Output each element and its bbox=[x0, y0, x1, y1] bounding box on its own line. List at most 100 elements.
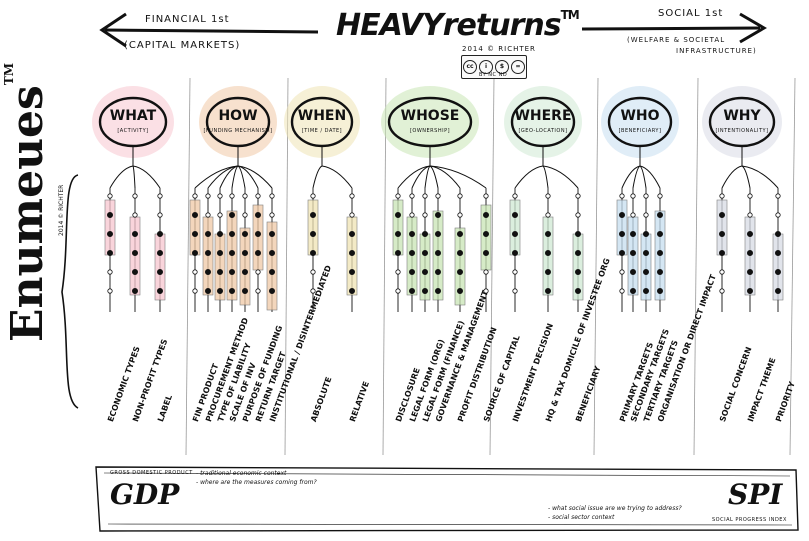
option-node bbox=[482, 211, 489, 218]
option-node bbox=[205, 212, 211, 218]
option-node bbox=[348, 249, 355, 256]
option-node bbox=[255, 269, 261, 275]
tree-branch bbox=[132, 165, 136, 189]
option-node bbox=[545, 193, 551, 199]
option-node bbox=[269, 193, 275, 199]
option-node bbox=[228, 287, 235, 294]
option-node bbox=[619, 211, 626, 218]
financial-first-arrow bbox=[99, 12, 319, 48]
tree-branch bbox=[237, 165, 273, 189]
tree-branch bbox=[621, 165, 641, 189]
option-node bbox=[241, 249, 248, 256]
option-node bbox=[107, 193, 113, 199]
option-node bbox=[228, 211, 235, 218]
tree-branch bbox=[109, 165, 134, 189]
option-node bbox=[422, 193, 428, 199]
option-node bbox=[719, 249, 726, 256]
option-node bbox=[191, 249, 198, 256]
option-group bbox=[616, 199, 628, 256]
tree-branch bbox=[429, 165, 487, 189]
option-node bbox=[241, 268, 248, 275]
cc-icon: cc bbox=[463, 60, 477, 74]
option-node bbox=[394, 211, 401, 218]
tree-branch bbox=[542, 165, 579, 189]
option-node bbox=[131, 268, 138, 275]
option-node bbox=[132, 212, 138, 218]
option-node bbox=[422, 212, 428, 218]
option-node bbox=[309, 249, 316, 256]
option-node bbox=[348, 268, 355, 275]
option-node bbox=[192, 193, 198, 199]
option-group bbox=[189, 199, 201, 256]
option-node bbox=[349, 212, 355, 218]
option-node bbox=[657, 230, 664, 237]
option-node bbox=[394, 230, 401, 237]
option-node bbox=[421, 249, 428, 256]
option-node bbox=[191, 211, 198, 218]
option-node bbox=[242, 212, 248, 218]
option-node bbox=[309, 230, 316, 237]
bubble-label-whose: WHOSE bbox=[400, 108, 460, 124]
option-node bbox=[456, 287, 463, 294]
option-group bbox=[454, 227, 466, 306]
option-node bbox=[228, 230, 235, 237]
option-node bbox=[434, 287, 441, 294]
copyright-credit: 2014 © RICHTER bbox=[462, 45, 536, 53]
option-node bbox=[643, 249, 650, 256]
option-node bbox=[217, 193, 223, 199]
option-node bbox=[719, 193, 725, 199]
option-node bbox=[255, 193, 261, 199]
option-node bbox=[216, 230, 223, 237]
option-node bbox=[512, 230, 519, 237]
option-node bbox=[132, 193, 138, 199]
bubble-sub-when: [TIME / DATE] bbox=[301, 128, 343, 134]
option-node bbox=[575, 230, 582, 237]
option-node bbox=[409, 212, 415, 218]
option-node bbox=[241, 230, 248, 237]
tree-branch bbox=[741, 165, 779, 189]
spi-label: SPI bbox=[728, 478, 783, 511]
bubble-label-how: HOW bbox=[218, 108, 258, 124]
option-node bbox=[408, 249, 415, 256]
tree-branch bbox=[639, 165, 647, 189]
tree-branch bbox=[632, 165, 641, 189]
page-title: HEAVYreturnsTM bbox=[336, 8, 580, 43]
option-node bbox=[434, 211, 441, 218]
tree-branch bbox=[321, 165, 353, 189]
social-first-arrow bbox=[581, 12, 767, 44]
bubble-label-when: WHEN bbox=[297, 108, 347, 124]
option-group bbox=[392, 199, 404, 256]
option-group bbox=[542, 216, 554, 296]
option-group bbox=[307, 199, 319, 256]
option-node bbox=[619, 193, 625, 199]
option-node bbox=[657, 211, 664, 218]
option-node bbox=[657, 193, 663, 199]
option-node bbox=[254, 211, 261, 218]
option-node bbox=[310, 269, 316, 275]
option-node bbox=[512, 249, 519, 256]
option-node bbox=[545, 268, 552, 275]
option-node bbox=[309, 211, 316, 218]
option-node bbox=[216, 268, 223, 275]
bubble-label-what: WHAT bbox=[109, 108, 157, 124]
option-node bbox=[156, 287, 163, 294]
option-node bbox=[575, 193, 581, 199]
tree-branch bbox=[219, 165, 239, 189]
option-group bbox=[104, 199, 116, 256]
option-node bbox=[131, 287, 138, 294]
gdp-caption: GROSS DOMESTIC PRODUCT bbox=[110, 470, 193, 476]
option-node bbox=[156, 268, 163, 275]
option-node bbox=[483, 288, 489, 294]
option-node bbox=[775, 268, 782, 275]
title-text: HEAVYreturns bbox=[336, 8, 562, 43]
option-node bbox=[217, 212, 223, 218]
bubble-sub-where: [GEO-LOCATION] bbox=[518, 128, 568, 134]
option-node bbox=[719, 288, 725, 294]
tree-branch bbox=[542, 165, 549, 189]
option-node bbox=[107, 230, 114, 237]
spi-note-2: - social sector context bbox=[548, 514, 615, 521]
option-node bbox=[643, 193, 649, 199]
option-node bbox=[204, 230, 211, 237]
option-group bbox=[627, 216, 639, 296]
